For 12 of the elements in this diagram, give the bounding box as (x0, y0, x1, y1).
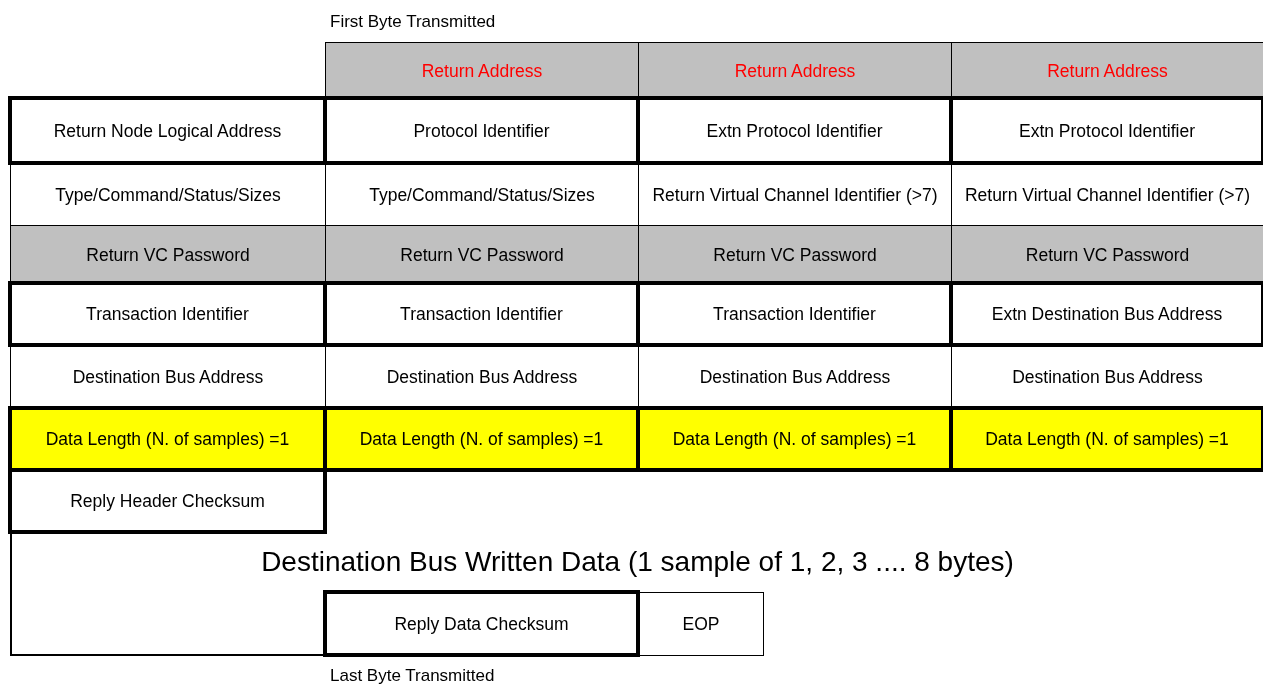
field-cell: Return VC Password (325, 225, 639, 284)
field-cell: EOP (638, 592, 764, 656)
field-cell: Return VC Password (10, 225, 326, 284)
field-cell: Reply Data Checksum (323, 590, 640, 657)
field-cell: Return VC Password (951, 225, 1263, 284)
data-text: Destination Bus Written Data (1 sample of 1, 2, 3 .... 8 bytes) (261, 545, 1014, 579)
header-cell: Return Address (638, 42, 952, 99)
field-cell: Return VC Password (638, 225, 952, 284)
byte-order-label: First Byte Transmitted (330, 12, 496, 32)
byte-order-label: Last Byte Transmitted (330, 666, 495, 686)
header-cell: Return Address (325, 42, 639, 99)
header-cell: Return Address (951, 42, 1263, 99)
